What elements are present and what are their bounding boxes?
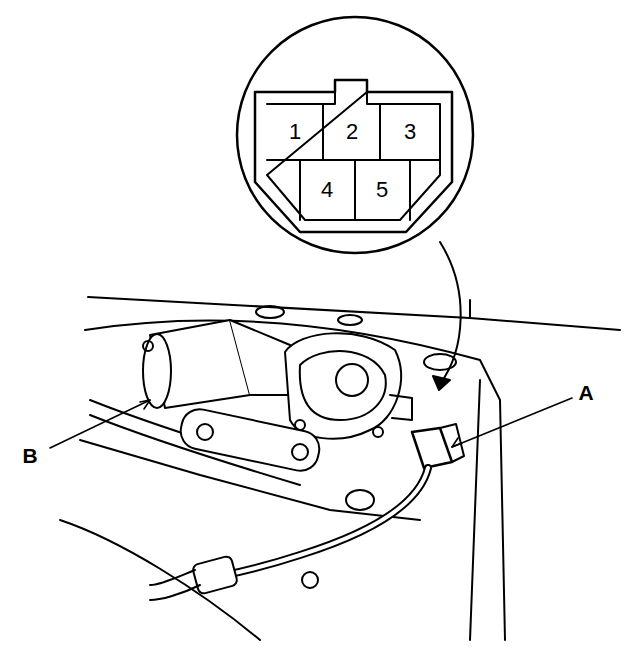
arrow-head bbox=[433, 376, 450, 390]
leader-head bbox=[452, 438, 462, 447]
harness-connector bbox=[412, 428, 452, 468]
pin-number: 4 bbox=[321, 179, 333, 201]
panel-hole bbox=[424, 354, 456, 370]
panel-edge bbox=[470, 380, 480, 640]
wire-harness-fill bbox=[225, 468, 428, 575]
panel-hole bbox=[256, 306, 284, 318]
leader-line bbox=[50, 400, 150, 448]
panel-hole bbox=[338, 315, 362, 325]
motor-bearing bbox=[143, 341, 153, 351]
callout-letter: A bbox=[578, 382, 593, 403]
linkage-arm bbox=[177, 406, 322, 474]
harness-clip bbox=[192, 555, 238, 594]
panel-hole bbox=[346, 490, 374, 510]
leader-line bbox=[452, 398, 572, 447]
callout-letter: B bbox=[22, 445, 37, 466]
wire-harness bbox=[150, 570, 200, 600]
panel-edge bbox=[85, 320, 505, 640]
pin-cells bbox=[267, 104, 440, 220]
pivot bbox=[292, 444, 308, 460]
output-shaft bbox=[336, 364, 368, 396]
gearbox bbox=[285, 333, 401, 438]
panel-edge bbox=[60, 520, 260, 640]
motor-socket bbox=[390, 395, 412, 420]
panel-edge bbox=[88, 297, 620, 330]
pivot bbox=[197, 424, 213, 440]
motor-end bbox=[143, 334, 171, 408]
pin-number: 1 bbox=[289, 121, 301, 143]
inset-pointer bbox=[440, 242, 461, 384]
pin-number: 5 bbox=[376, 179, 388, 201]
connector-outline bbox=[255, 80, 452, 232]
connector-latch bbox=[440, 424, 464, 462]
pin-number: 2 bbox=[346, 121, 358, 143]
pin-number: 3 bbox=[404, 121, 416, 143]
bolt bbox=[302, 572, 318, 588]
wire-harness bbox=[225, 468, 428, 575]
connector-inner bbox=[267, 92, 440, 220]
gearbox-cover bbox=[300, 351, 386, 420]
bolt bbox=[373, 427, 383, 437]
inset-circle bbox=[237, 17, 473, 253]
leader-head bbox=[140, 400, 150, 409]
